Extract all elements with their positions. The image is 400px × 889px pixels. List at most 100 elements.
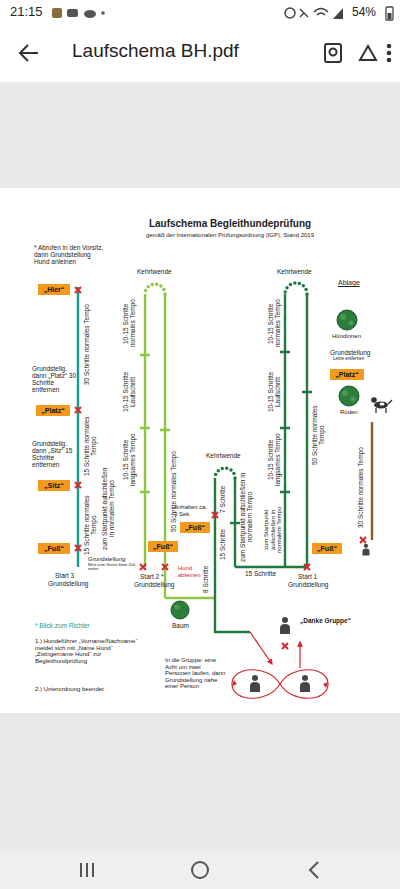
procedure-note: In die Gruppe: eine Acht um zwei Persone… [165, 657, 227, 690]
route-line [164, 294, 166, 598]
subtitle: gemäß der Internationalen Prüfungsordnun… [100, 232, 360, 239]
person-symbol [250, 682, 260, 692]
person-symbol [364, 544, 368, 548]
arrow-head [232, 680, 328, 688]
tree-symbol [342, 390, 348, 396]
step-count: 50 Schritte normales Tempo [170, 448, 177, 536]
toolbar-icons [388, 45, 391, 48]
step-count: 50 Schritte normales Tempo [311, 395, 325, 475]
dog-symbol [380, 403, 385, 406]
command-box: „Hier“ [38, 284, 70, 295]
status-icons [67, 9, 78, 17]
file-name: Laufschema BH.pdf [72, 41, 239, 62]
tree-symbol [349, 321, 354, 326]
footnote: * Blick zum Richter [35, 622, 90, 629]
tree-symbol [340, 314, 346, 320]
tree-symbol [339, 386, 359, 406]
step-count: 15 Schritte [219, 524, 226, 564]
person-symbol [300, 675, 310, 692]
turn-label: Kehrtwende [277, 268, 312, 275]
command-text: „Fuß“ [44, 545, 64, 552]
viewer-background [0, 713, 400, 852]
command-box: „Fuß“ [312, 543, 342, 554]
position-note: Anhalten ca. 3 Sek. [174, 504, 210, 517]
step-count: 10-15 Schritte Laufschritt [122, 362, 136, 422]
dog-symbol [374, 402, 388, 409]
command-text: „Sitz“ [44, 482, 63, 489]
status-icons [84, 10, 96, 18]
route-line [235, 566, 307, 568]
dog-symbol [371, 397, 377, 403]
command-box: „Fuß“ [180, 522, 210, 533]
turn-arc [285, 283, 307, 294]
command-box: „Platz“ [36, 405, 70, 416]
step-count: 10-15 Schritte langsames Tempo [122, 432, 136, 487]
dog-symbol [371, 397, 392, 413]
walk-arrow [250, 632, 272, 664]
step-count: 7 Schritte [219, 478, 226, 520]
position-note: Grundstellung [330, 349, 370, 356]
start-label: Start 2 * [140, 573, 163, 580]
step-count: zum Startpunkt aufschließen in normalem … [239, 472, 253, 562]
tree-symbol [171, 601, 189, 619]
person-symbol [300, 682, 310, 692]
turn-arc [215, 468, 235, 478]
tree-label: Baum [172, 622, 189, 629]
route-note: * Abrufen in den Vorsitz, dann Grundstel… [34, 244, 106, 265]
section-heading: Ablage [338, 279, 360, 287]
route-line [284, 294, 286, 567]
command-box: „Platz“ [330, 369, 364, 380]
status-icons [52, 7, 393, 20]
command-box: „Fuß“ [38, 543, 70, 554]
step-count: 10-15 Schritte normales Tempo [122, 296, 136, 351]
position-note: Grundstellung [48, 580, 88, 587]
toolbar-icons [360, 46, 376, 60]
walk-arrow [299, 642, 300, 668]
step-count: zum Startpunkt aufschließen in normalem … [263, 496, 283, 564]
toolbar-icons [325, 44, 341, 62]
toolbar-icons [330, 49, 337, 56]
step-count: 10-15 Schritte langsames Tempo [267, 432, 281, 487]
position-note: Leine entfernen [333, 357, 364, 362]
person-symbol [363, 544, 370, 556]
group-label: Hündinnen [332, 333, 361, 340]
viewer-background [0, 82, 400, 188]
group-label: Rüden [340, 409, 358, 416]
person-symbol [280, 624, 290, 634]
status-icons [101, 11, 105, 15]
status-icons [333, 8, 343, 19]
person-symbol [280, 617, 290, 634]
diagram-title: Laufschema Begleithundeprüfung [120, 218, 340, 229]
pdf-page [0, 188, 400, 713]
status-icons [300, 9, 308, 17]
nav-icons [192, 862, 208, 878]
command-text: „Platz“ [335, 371, 358, 378]
position-note: Blick zum Verein beim Zelt weiter [88, 563, 138, 572]
tree-symbol [351, 397, 356, 402]
command-box: „Fuß“ [148, 541, 178, 552]
nav-icons [310, 862, 318, 878]
route-line [230, 522, 240, 524]
command-text: „Platz“ [41, 407, 64, 414]
leash-note: Hund ableinen [178, 565, 208, 578]
position-note: Grundstellung [134, 581, 174, 588]
figure-eight-path [232, 670, 328, 699]
position-note: Grundstellg. dann „Sitz“ 15 Schritte ent… [32, 440, 77, 469]
turn-arc [145, 284, 165, 294]
person-symbol [250, 675, 260, 692]
app-bar [0, 0, 400, 82]
command-text: „Fuß“ [185, 524, 205, 531]
position-note: Grundstellung [88, 556, 125, 563]
toolbar-icons [20, 45, 38, 61]
status-time: 21:15 [10, 5, 43, 19]
toolbar-icons [388, 52, 391, 55]
step-count: 15 Schritte normales Tempo [83, 412, 97, 480]
nav-bar [0, 852, 400, 889]
command-note: „Danke Gruppe“ [300, 617, 351, 624]
battery-level: 54% [352, 6, 376, 19]
turn-label: Kehrtwende [206, 452, 241, 459]
nav-icons [81, 862, 318, 878]
route-line [77, 287, 79, 567]
nav-icons [81, 863, 93, 877]
